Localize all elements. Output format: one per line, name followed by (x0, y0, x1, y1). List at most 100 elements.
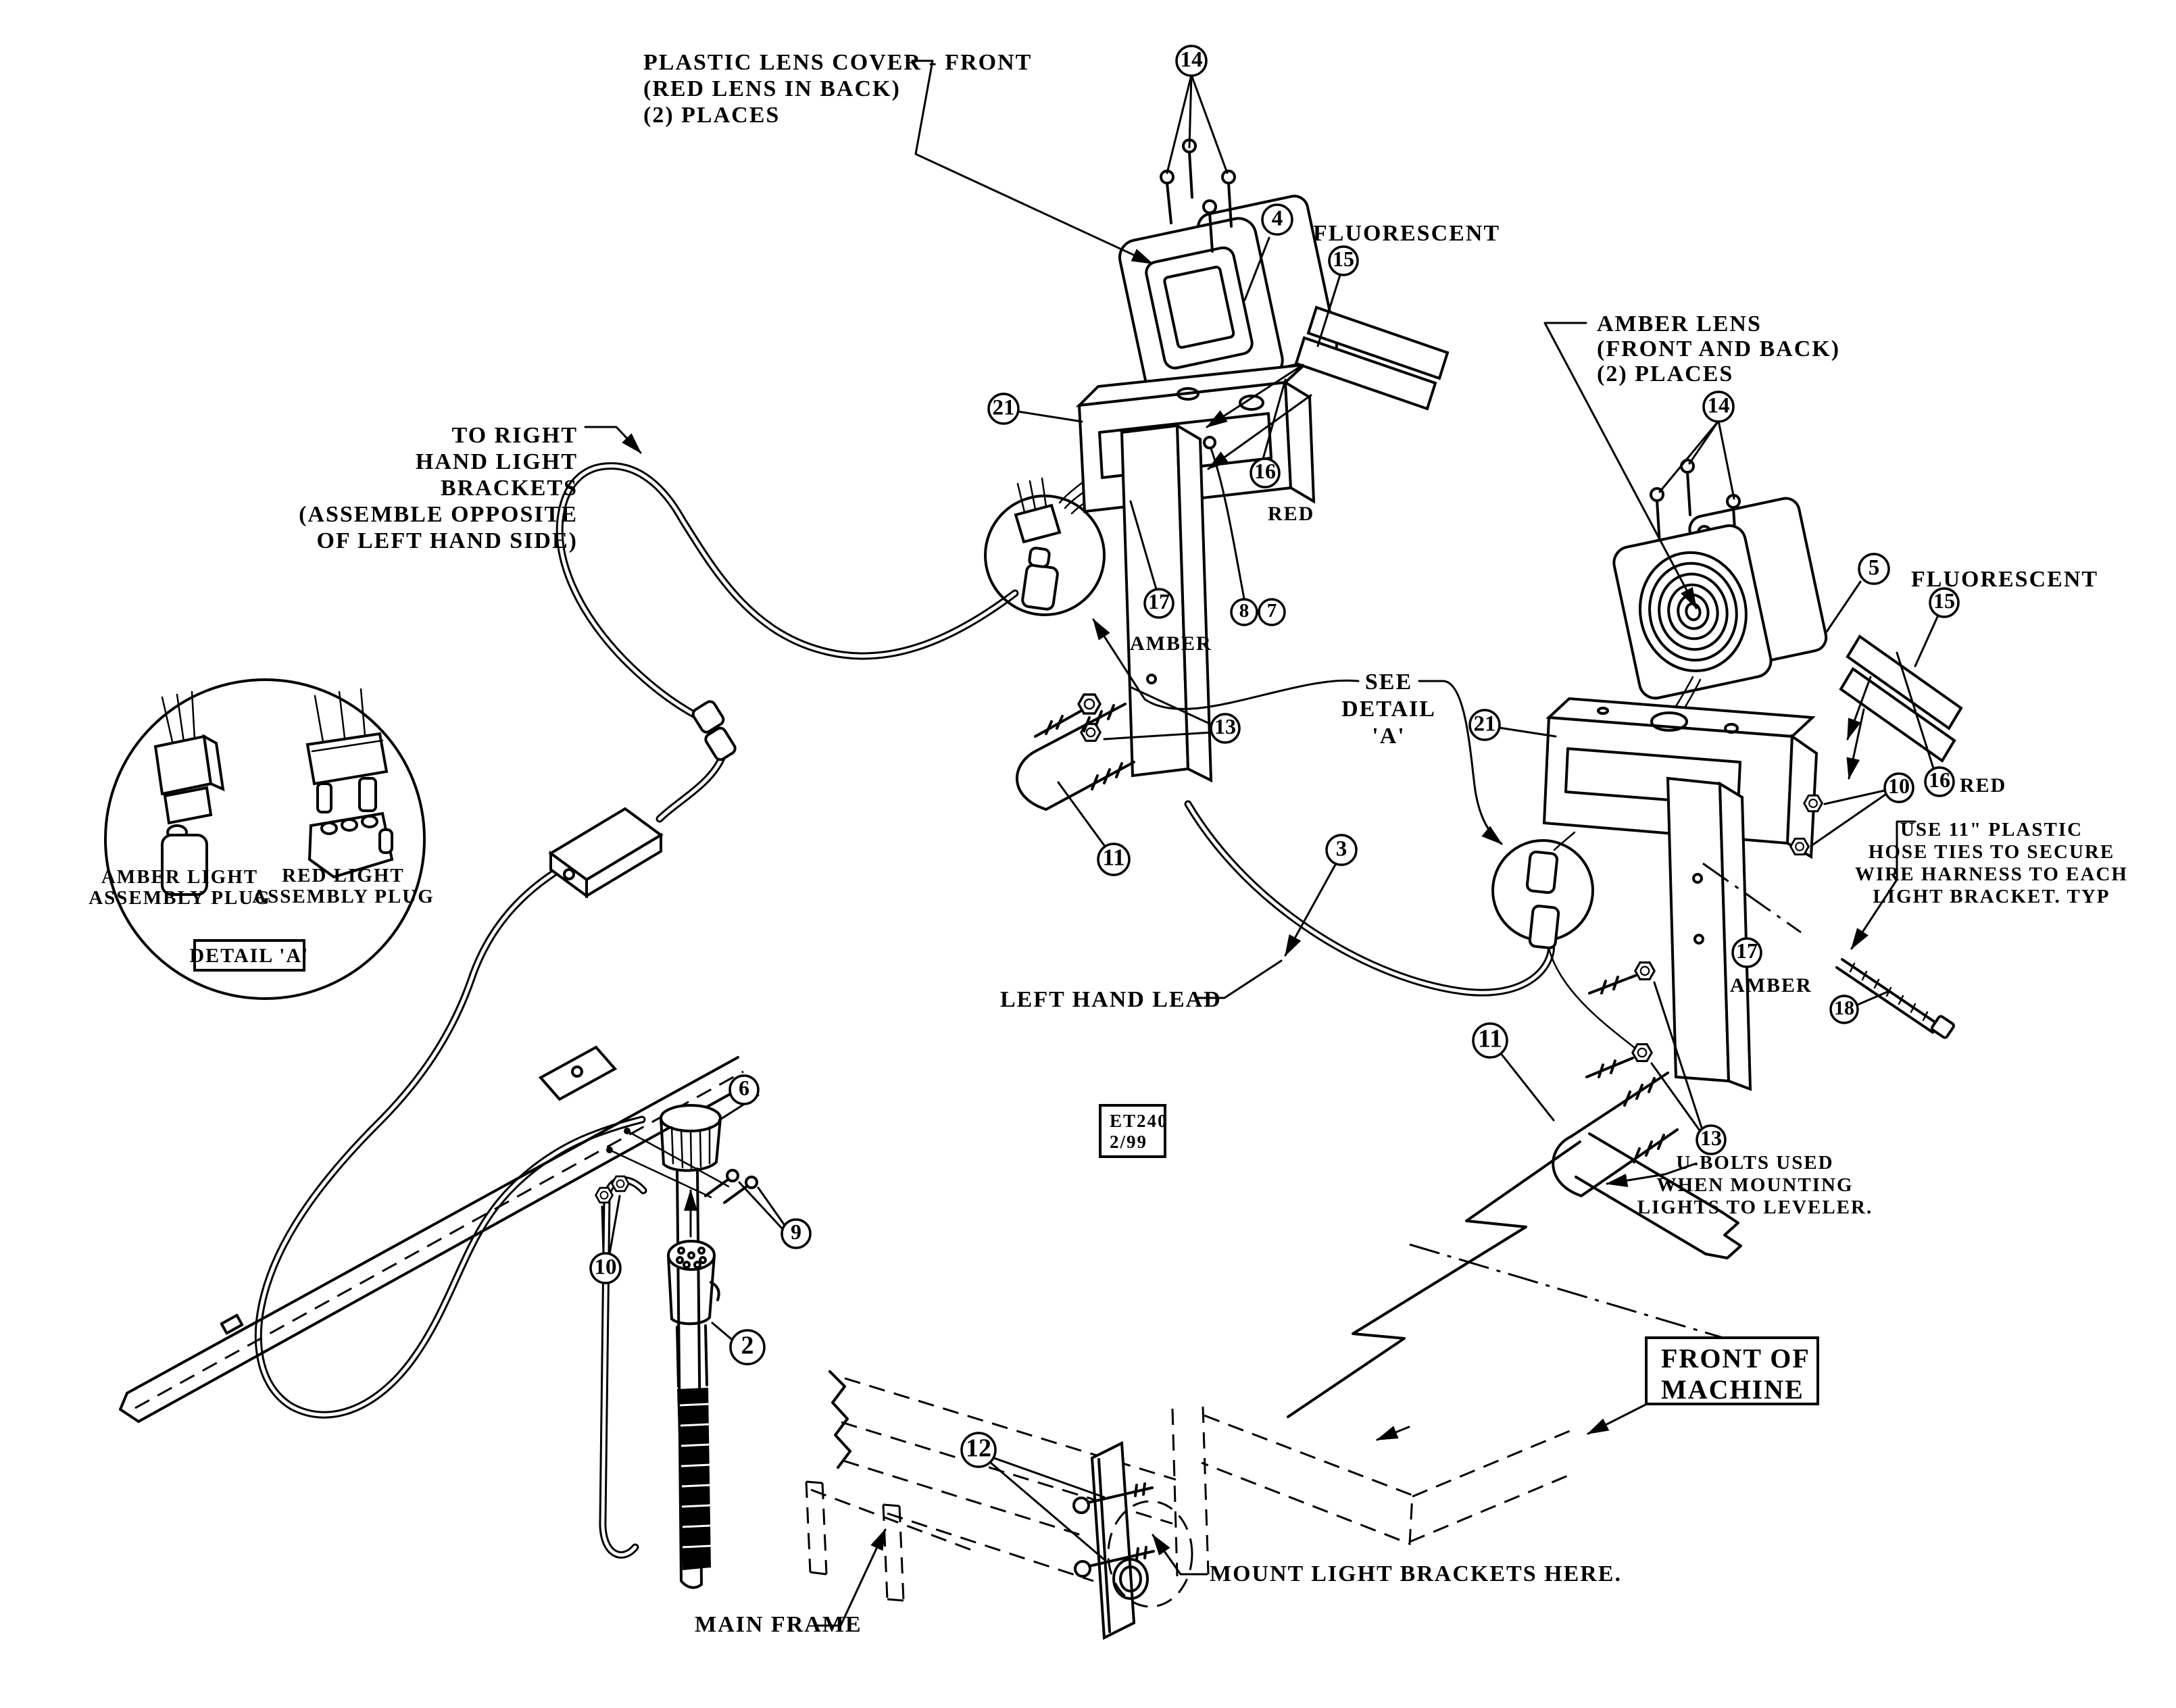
amber-plug-label-line-1: AMBER LIGHT (101, 866, 258, 888)
nut-13-right-lower (1631, 1043, 1653, 1063)
see-detail-a-label-line-3: 'A' (1372, 724, 1405, 749)
callout-8: 8 (1230, 598, 1258, 626)
plastic-lens-cover-note-line-2: (RED LENS IN BACK) (643, 76, 901, 101)
red-plug-art (305, 688, 394, 879)
to-right-hand-note-line-3: BRACKETS (441, 476, 578, 501)
leveler-bar (1575, 1132, 1742, 1259)
left-hand-lead-label: LEFT HAND LEAD (1000, 987, 1222, 1012)
front-of-machine-line-2: MACHINE (1661, 1374, 1804, 1405)
inline-connector (691, 700, 737, 761)
callout-number: 10 (1888, 774, 1910, 798)
nut-13-right-upper (1634, 961, 1656, 981)
u-bolts-note-line-3: LIGHTS TO LEVELER. (1637, 1197, 1873, 1218)
callout-number: 8 (1239, 600, 1250, 622)
cap-part-6 (660, 1104, 722, 1172)
left-plug-detail-circle (984, 477, 1106, 616)
drawing-stamp-line-2: 2/99 (1110, 1132, 1147, 1152)
callout-number: 15 (1933, 588, 1955, 613)
red-left-label-line-1: RED (1268, 503, 1314, 525)
callout-number: 21 (993, 395, 1015, 420)
nut-10-left-a (595, 1186, 614, 1204)
callout-17: 17 (1143, 588, 1174, 619)
callout-number: 21 (1474, 711, 1496, 736)
hose-tie (1835, 958, 1955, 1039)
callout-10: 10 (589, 1252, 622, 1284)
u-bolts-note-line-2: WHEN MOUNTING (1656, 1174, 1853, 1196)
callout-number: 11 (1478, 1025, 1502, 1053)
fluorescent-right-label: FLUORESCENT (1911, 567, 2098, 592)
see-detail-a-label-line-2: DETAIL (1341, 697, 1436, 722)
callout-16: 16 (1924, 766, 1955, 797)
amber-plug-label-line-2: ASSEMBLY PLUG (89, 887, 271, 909)
fluorescent-tubes-left (1206, 305, 1450, 470)
seven-pin-connector (667, 1240, 720, 1570)
main-frame-art (805, 862, 1802, 1640)
callout-number: 10 (595, 1255, 617, 1279)
junction-box (548, 807, 664, 899)
callout-number: 4 (1272, 206, 1283, 230)
hose-ties-note-line-4: LIGHT BRACKET. TYP (1873, 886, 2110, 907)
callout-number: 9 (791, 1220, 801, 1244)
callout-number: 7 (1267, 600, 1277, 622)
screws-9 (704, 1169, 758, 1204)
callout-number: 14 (1708, 393, 1730, 418)
main-frame-label-line-1: MAIN FRAME (695, 1612, 862, 1637)
callout-13: 13 (1696, 1124, 1727, 1155)
front-of-machine-border (1645, 1336, 1819, 1405)
callout-9: 9 (781, 1218, 812, 1249)
callout-number: 5 (1869, 555, 1880, 580)
callout-number: 16 (1929, 768, 1950, 792)
callout-number: 6 (739, 1076, 749, 1100)
fluorescent-left-label: FLUORESCENT (1313, 221, 1500, 246)
callout-number: 13 (1214, 714, 1236, 738)
left-hand-lead-label-line-1: LEFT HAND LEAD (1000, 987, 1222, 1012)
mount-brackets-label: MOUNT LIGHT BRACKETS HERE. (1210, 1561, 1622, 1586)
callout-5: 5 (1858, 553, 1890, 585)
u-bolt-left (1015, 703, 1135, 811)
plastic-lens-cover-note-line-3: (2) PLACES (643, 103, 780, 128)
right-lamp-head (1612, 497, 1828, 700)
red-right-label-line-1: RED (1960, 774, 2006, 797)
rail-pole-assembly (119, 1045, 758, 1589)
callout-number: 15 (1333, 247, 1354, 271)
callout-17: 17 (1731, 937, 1762, 968)
u-bolts-note-line-1: U-BOLTS USED (1676, 1152, 1833, 1174)
left-lamp-head (1118, 195, 1338, 401)
callout-11: 11 (1097, 843, 1131, 876)
callout-2: 2 (729, 1329, 766, 1365)
detail-a-bubble (104, 678, 426, 1000)
callout-number: 11 (1102, 845, 1124, 871)
amber-right-label: AMBER (1730, 974, 1812, 997)
red-plug-label-line-1: RED LIGHT (282, 865, 405, 886)
to-right-hand-note-line-4: (ASSEMBLE OPPOSITE (299, 502, 578, 527)
nut-10-left-b (611, 1175, 630, 1192)
callout-15: 15 (1328, 245, 1359, 276)
right-plug-detail-circle (1491, 839, 1642, 1054)
hose-ties-note-line-2: HOSE TIES TO SECURE (1869, 841, 2115, 863)
callout-number: 12 (966, 1434, 991, 1463)
plastic-lens-cover-note: PLASTIC LENS COVER - FRONT(RED LENS IN B… (643, 50, 1032, 128)
to-right-hand-note-line-2: HAND LIGHT (416, 449, 578, 474)
red-right-label: RED (1960, 774, 2006, 797)
nut-10-right-upper (1803, 794, 1823, 813)
detail-a-title-line-1: DETAIL 'A' (190, 945, 310, 967)
amber-left-label-line-1: AMBER (1130, 632, 1212, 655)
callout-number: 18 (1834, 997, 1854, 1020)
u-bolt-right (1552, 1072, 1679, 1197)
amber-lens-note-line-2: (FRONT AND BACK) (1597, 336, 1840, 361)
callout-number: 14 (1181, 47, 1203, 72)
nut-10-right-lower (1789, 837, 1810, 856)
amber-lens-note: AMBER LENS(FRONT AND BACK)(2) PLACES (1597, 311, 1840, 386)
callout-number: 2 (741, 1332, 754, 1360)
detail-a-title: DETAIL 'A' (190, 939, 310, 972)
